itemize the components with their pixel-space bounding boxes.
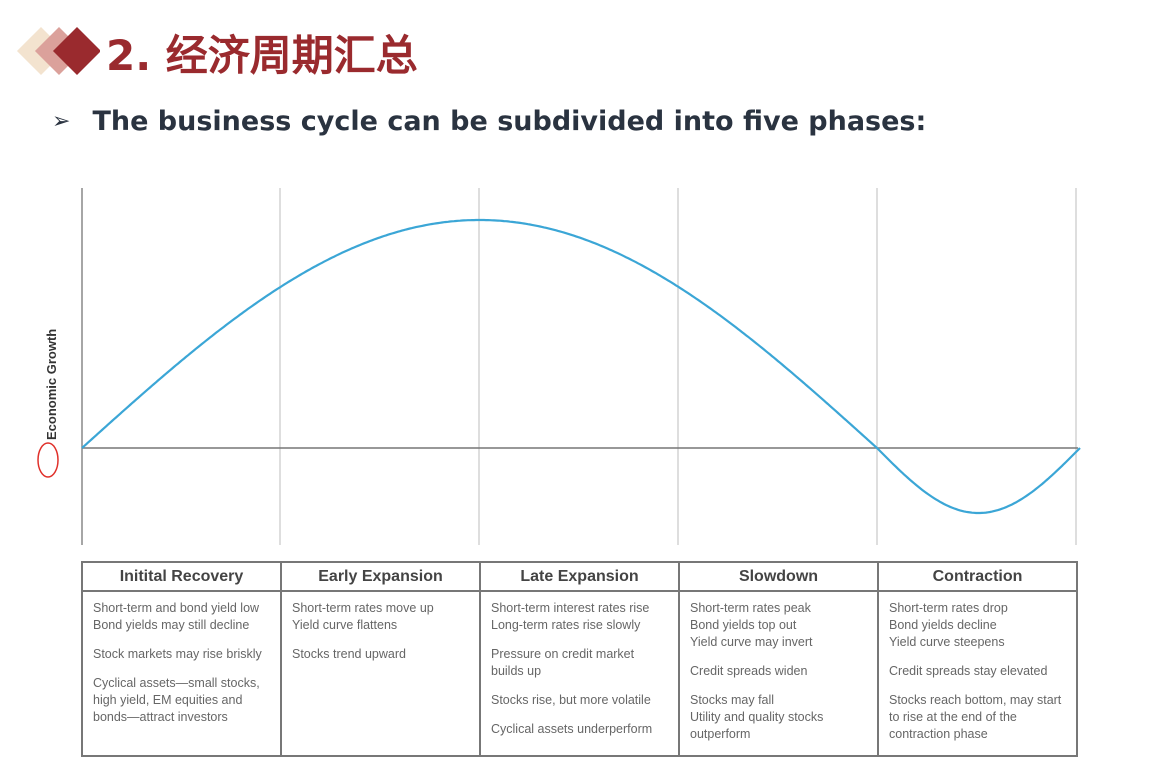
phase-item: Stock markets may rise briskly <box>93 647 262 661</box>
diamond-logo-icon <box>16 26 100 76</box>
phase-header: Early Expansion <box>280 561 481 592</box>
phase-item: Short-term rates move up Yield curve fla… <box>292 601 434 632</box>
phase-description: Short-term rates move up Yield curve fla… <box>280 590 481 757</box>
phase-dividers <box>81 188 1077 545</box>
phase-item: Credit spreads widen <box>690 664 808 678</box>
phase-description: Short-term rates peak Bond yields top ou… <box>678 590 879 757</box>
phase-description: Short-term and bond yield low Bond yield… <box>81 590 282 757</box>
economic-growth-curve <box>81 218 1081 515</box>
phase-item: Stocks trend upward <box>292 647 406 661</box>
phase-item: Credit spreads stay elevated <box>889 664 1048 678</box>
phase-item: Stocks reach bottom, may start to rise a… <box>889 693 1062 741</box>
phase-description: Short-term interest rates rise Long-term… <box>479 590 680 757</box>
phase-item: Cyclical assets underperform <box>491 722 653 736</box>
phase-item: Short-term and bond yield low Bond yield… <box>93 601 260 632</box>
phase-item: Pressure on credit market builds up <box>491 647 635 678</box>
phase-header: Initital Recovery <box>81 561 282 592</box>
arrow-bullet-icon: ➢ <box>52 109 71 134</box>
phase-item: Short-term rates peak Bond yields top ou… <box>690 601 813 649</box>
phase-item: Short-term rates drop Bond yields declin… <box>889 601 1008 649</box>
phase-header: Slowdown <box>678 561 879 592</box>
phase-item: Short-term interest rates rise Long-term… <box>491 601 650 632</box>
phase-item: Stocks may fall Utility and quality stoc… <box>690 693 824 741</box>
red-annotation-circle <box>37 442 59 478</box>
phase-item: Stocks rise, but more volatile <box>491 693 651 707</box>
y-axis-label: Economic Growth <box>44 328 59 440</box>
phase-header: Contraction <box>877 561 1078 592</box>
bullet-text: The business cycle can be subdivided int… <box>92 106 927 137</box>
slide-title: 2. 经济周期汇总 <box>106 31 418 80</box>
phase-item: Cyclical assets—small stocks, high yield… <box>93 676 260 724</box>
phase-header: Late Expansion <box>479 561 680 592</box>
bullet-point: ➢ The business cycle can be subdivided in… <box>52 106 926 137</box>
phase-description: Short-term rates drop Bond yields declin… <box>877 590 1078 757</box>
